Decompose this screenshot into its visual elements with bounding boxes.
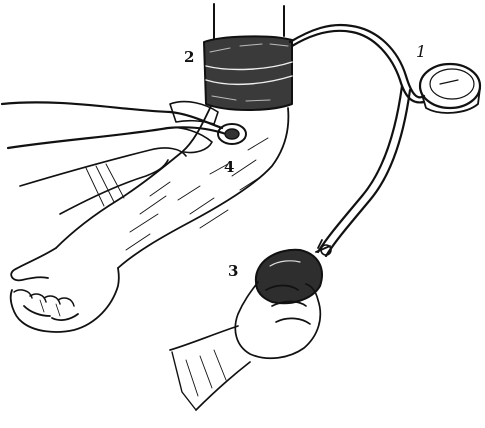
bulb-label: 3 <box>228 264 238 279</box>
cuff <box>204 36 292 110</box>
stethoscope-label: 4 <box>224 160 234 175</box>
bulb-icon <box>256 240 331 303</box>
cuff-strap <box>214 4 284 40</box>
gauge-icon <box>420 64 480 113</box>
hose <box>290 25 424 256</box>
gauge-label: 1 <box>416 44 426 60</box>
patient-hand <box>11 248 119 332</box>
cuff-label: 2 <box>184 50 194 65</box>
examiner-hand-left <box>20 148 186 214</box>
